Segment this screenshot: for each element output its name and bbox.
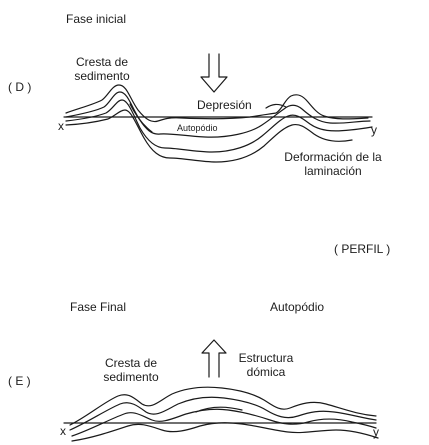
e-dome-label: Estructura dómica — [226, 351, 306, 379]
e-autopodium-label: Autopódio — [270, 300, 324, 314]
downward-arrow-icon — [201, 54, 227, 92]
e-crest-label: Cresta de sedimento — [86, 356, 176, 384]
e-panel-letter: ( E ) — [8, 374, 31, 388]
d-phase-title: Fase inicial — [66, 12, 126, 26]
e-phase-title: Fase Final — [70, 300, 126, 314]
profile-label: ( PERFIL ) — [334, 242, 390, 256]
e-y-label: y — [373, 425, 379, 439]
e-x-label: x — [60, 424, 66, 438]
upward-arrow-icon — [202, 340, 226, 377]
d-autopodium-label: Autopódio — [177, 121, 218, 135]
d-y-label: y — [371, 123, 377, 137]
d-deformation-label: Deformación de la laminación — [258, 150, 408, 178]
d-x-label: x — [58, 119, 64, 133]
e-lamination-lines — [70, 387, 378, 441]
d-crest-label: Cresta de sedimento — [62, 55, 142, 83]
d-depression-label: Depresión — [197, 98, 252, 112]
d-panel-letter: ( D ) — [8, 80, 31, 94]
